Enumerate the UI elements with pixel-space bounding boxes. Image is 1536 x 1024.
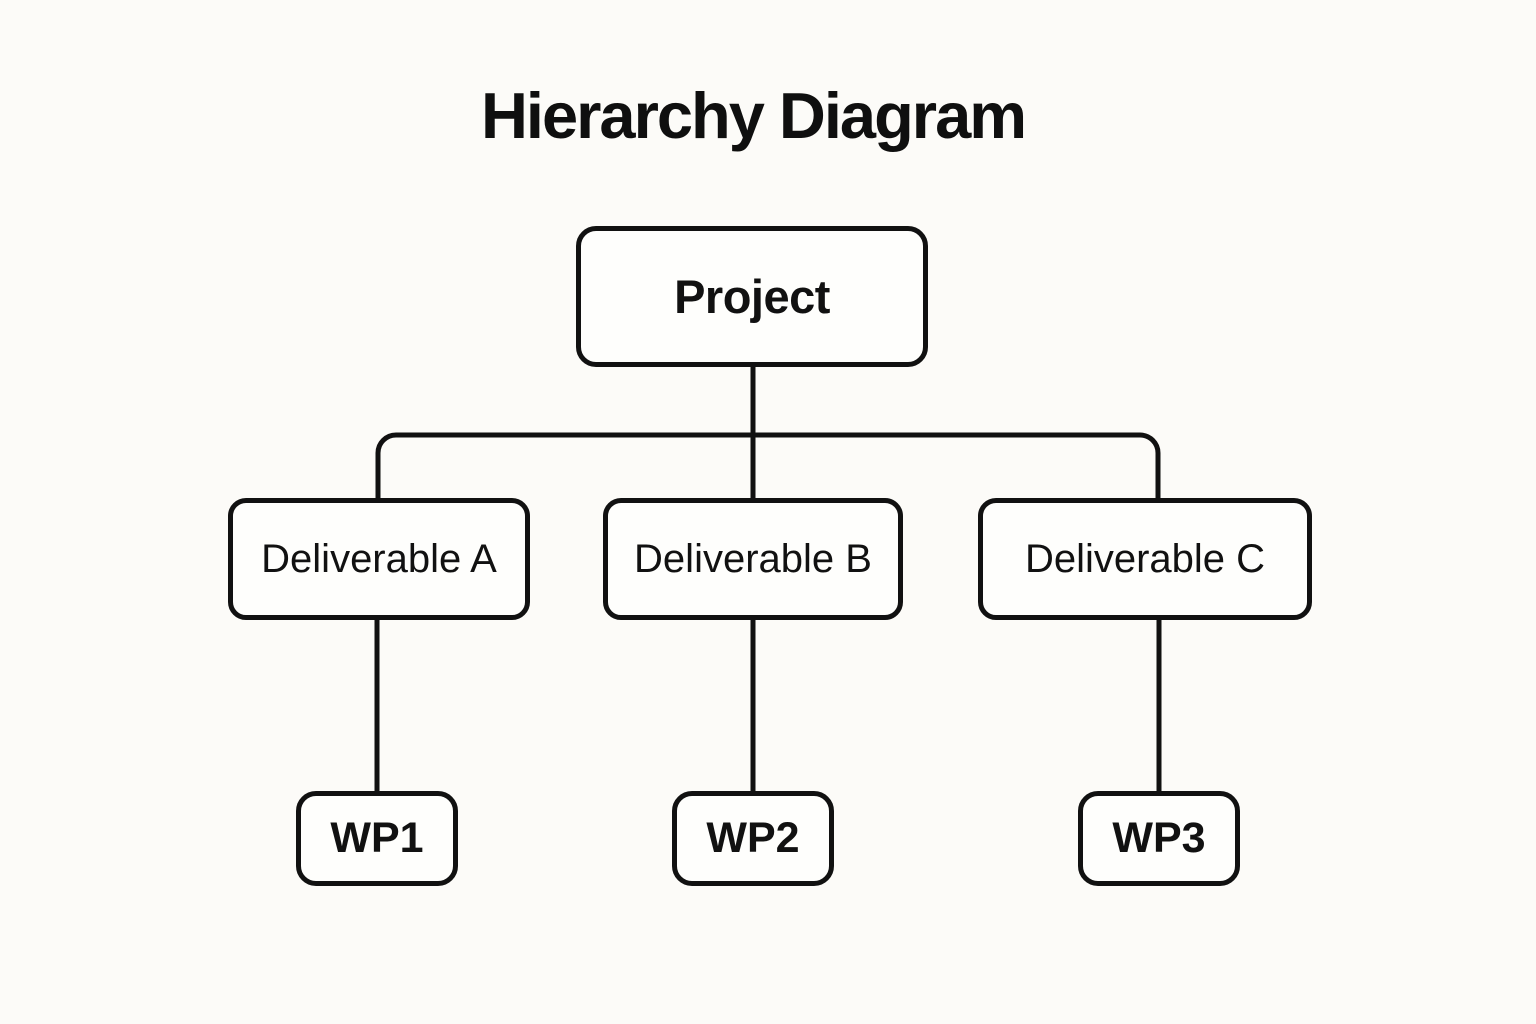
node-wp3-label: WP3 [1112,814,1206,862]
node-wp3: WP3 [1078,791,1240,886]
edge-trunk-to-deliverables [375,432,1161,500]
node-deliverable-a: Deliverable A [228,498,530,620]
node-deliverable-a-label: Deliverable A [261,536,497,581]
node-wp2-label: WP2 [706,814,800,862]
node-deliverable-b: Deliverable B [603,498,903,620]
node-wp2: WP2 [672,791,834,886]
node-project-label: Project [674,270,830,323]
node-deliverable-c: Deliverable C [978,498,1312,620]
node-deliverable-b-label: Deliverable B [634,536,872,581]
node-wp1-label: WP1 [330,814,424,862]
node-deliverable-c-label: Deliverable C [1024,536,1266,581]
node-wp1: WP1 [296,791,458,886]
page-title: Hierarchy Diagram [480,79,1027,152]
node-project: Project [576,226,928,367]
